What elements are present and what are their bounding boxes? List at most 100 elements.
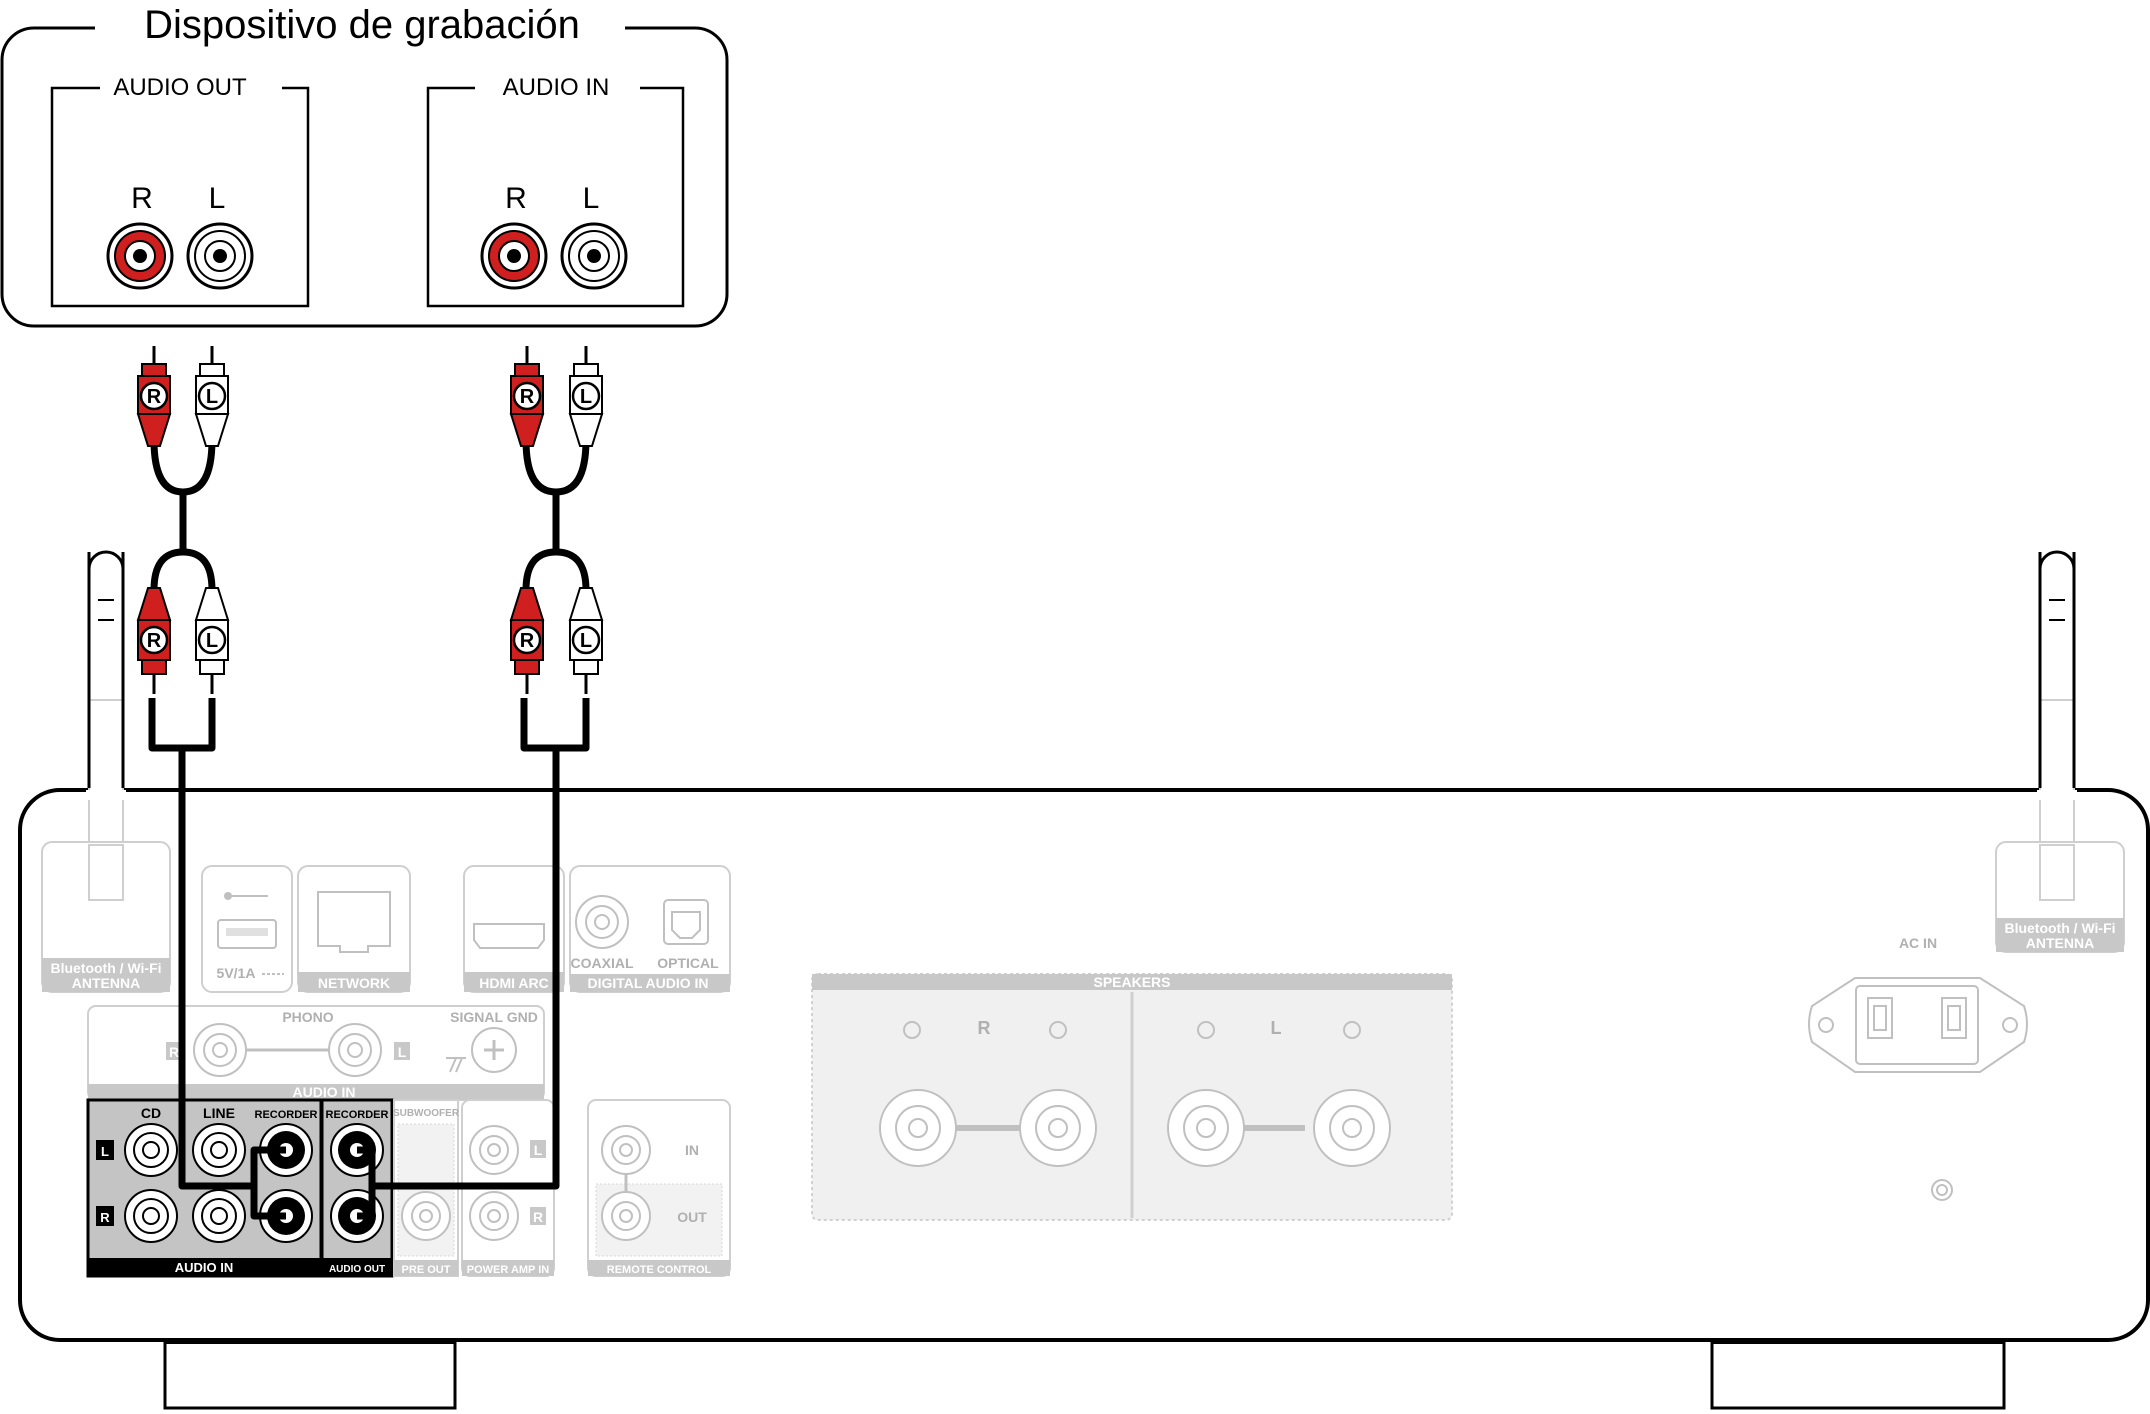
- optical-label: OPTICAL: [657, 955, 719, 971]
- power-amp-in-l-jack[interactable]: [469, 1125, 519, 1175]
- foot-left: [163, 1340, 457, 1410]
- ac-in-label: AC IN: [1899, 935, 1937, 951]
- cable-device-out-to-recorder-in: [148, 439, 286, 1220]
- digital-audio-in-label: DIGITAL AUDIO IN: [587, 975, 708, 991]
- remote-out-label: OUT: [677, 1209, 707, 1225]
- remote-control-label: REMOTE CONTROL: [607, 1264, 712, 1276]
- coaxial-label: COAXIAL: [571, 955, 634, 971]
- plug-upper-in-l: L: [568, 346, 604, 447]
- plug-upper-out-l: L: [194, 346, 230, 447]
- plug-upper-out-l-letter: L: [206, 386, 218, 408]
- plug-upper-in-r: R: [509, 346, 545, 447]
- plug-lower-out-l: L: [194, 587, 230, 694]
- phono-r-jack[interactable]: [193, 1023, 247, 1077]
- speaker-l-minus-terminal[interactable]: [1167, 1021, 1245, 1167]
- phono-section: PHONO SIGNAL GND R L: [87, 1005, 545, 1101]
- power-amp-in-r-jack[interactable]: [469, 1191, 519, 1241]
- phono-label: PHONO: [282, 1009, 333, 1025]
- audio-in-l-marker: L: [101, 1144, 109, 1159]
- remote-control-section: IN OUT REMOTE CONTROL: [587, 1099, 731, 1277]
- device-in-l-jack[interactable]: [560, 222, 628, 290]
- phono-r-marker: R: [169, 1044, 179, 1060]
- antenna-right-label-2: ANTENNA: [2026, 935, 2094, 951]
- plug-lower-out-r: R: [136, 587, 172, 694]
- usb-port[interactable]: 5V/1A: [201, 865, 293, 993]
- remote-in-jack[interactable]: [601, 1125, 651, 1175]
- speaker-r-plus-terminal[interactable]: [879, 1021, 957, 1167]
- remote-in-label: IN: [685, 1142, 699, 1158]
- device-out-l-label: L: [209, 182, 226, 215]
- plug-lower-in-l: L: [568, 587, 604, 694]
- antenna-right-connector: Bluetooth / Wi-Fi ANTENNA: [1995, 841, 2125, 953]
- amplifier-unit: Bluetooth / Wi-Fi ANTENNA Bluetooth / Wi…: [18, 552, 2150, 1410]
- hdmi-label: HDMI ARC: [479, 975, 548, 991]
- subwoofer-label: SUBWOOFER: [393, 1108, 460, 1119]
- audio-in-bottom-label: AUDIO IN: [175, 1260, 234, 1275]
- plug-upper-in-l-letter: L: [580, 386, 592, 408]
- power-amp-r-marker: R: [533, 1209, 543, 1225]
- antenna-right-label-1: Bluetooth / Wi-Fi: [2004, 920, 2115, 936]
- hdmi-arc-port[interactable]: HDMI ARC: [463, 865, 565, 993]
- audio-in-top-label: AUDIO IN: [293, 1084, 356, 1100]
- remote-out-jack[interactable]: [601, 1191, 651, 1241]
- cd-label: CD: [141, 1105, 161, 1121]
- plug-lower-in-r-letter: R: [520, 630, 535, 652]
- speakers-section: SPEAKERS R L: [811, 973, 1453, 1221]
- device-out-r-label: R: [131, 182, 153, 215]
- cd-r-jack[interactable]: [124, 1189, 178, 1243]
- optical-jack[interactable]: [663, 899, 709, 945]
- plug-lower-in-r: R: [509, 587, 545, 694]
- device-out-l-jack[interactable]: [186, 222, 254, 290]
- speaker-r-marker: R: [978, 1018, 991, 1038]
- plug-upper-in-r-letter: R: [520, 386, 535, 408]
- phono-l-jack[interactable]: [328, 1023, 382, 1077]
- antenna-left-label-2: ANTENNA: [72, 975, 140, 991]
- device-out-r-jack[interactable]: [106, 222, 174, 290]
- audio-in-r-marker: R: [100, 1210, 110, 1225]
- network-port[interactable]: NETWORK: [297, 865, 411, 993]
- device-in-r-label: R: [505, 182, 527, 215]
- plug-lower-in-l-letter: L: [580, 630, 592, 652]
- plug-upper-out-r-letter: R: [147, 386, 162, 408]
- antenna-left-label-1: Bluetooth / Wi-Fi: [50, 960, 161, 976]
- antenna-left-connector: Bluetooth / Wi-Fi ANTENNA: [41, 841, 171, 993]
- plug-lower-out-r-letter: R: [147, 630, 162, 652]
- subwoofer-jack[interactable]: [401, 1191, 451, 1241]
- ac-in-socket[interactable]: AC IN: [1808, 935, 2028, 1073]
- recording-device-box: [0, 26, 729, 328]
- speakers-label: SPEAKERS: [1093, 974, 1170, 990]
- speaker-r-minus-terminal[interactable]: [1019, 1021, 1097, 1167]
- speaker-l-plus-terminal[interactable]: [1313, 1021, 1391, 1167]
- device-in-r-jack[interactable]: [480, 222, 548, 290]
- coaxial-jack[interactable]: [575, 895, 629, 949]
- line-l-jack[interactable]: [192, 1123, 246, 1177]
- audio-in-block: AUDIO IN CD LINE RECORDER L R: [86, 1098, 323, 1278]
- phono-l-marker: L: [398, 1044, 407, 1060]
- pre-out-label: PRE OUT: [402, 1264, 451, 1276]
- digital-audio-in: COAXIAL OPTICAL DIGITAL AUDIO IN: [569, 865, 731, 993]
- recording-device: Dispositivo de grabación AUDIO OUT R L A…: [0, 0, 729, 328]
- recorder-out-label: RECORDER: [326, 1109, 389, 1121]
- plug-lower-out-l-letter: L: [206, 630, 218, 652]
- device-audio-in-label: AUDIO IN: [503, 74, 610, 101]
- recorder-in-label: RECORDER: [255, 1109, 318, 1121]
- usb-label: 5V/1A: [217, 965, 256, 981]
- power-amp-l-marker: L: [534, 1142, 543, 1158]
- network-label: NETWORK: [318, 975, 390, 991]
- screw-hole: [1931, 1179, 1953, 1201]
- cable-device-in-to-recorder-out: [357, 439, 590, 1220]
- recording-device-title: Dispositivo de grabación: [144, 3, 580, 47]
- cd-l-jack[interactable]: [124, 1123, 178, 1177]
- plug-upper-out-r: R: [136, 346, 172, 447]
- signal-gnd-terminal[interactable]: [446, 1027, 517, 1073]
- audio-out-label: AUDIO OUT: [329, 1264, 385, 1275]
- device-in-l-label: L: [583, 182, 600, 215]
- device-audio-out-label: AUDIO OUT: [113, 74, 247, 101]
- power-amp-in-label: POWER AMP IN: [467, 1264, 550, 1276]
- line-label: LINE: [203, 1105, 235, 1121]
- speaker-l-marker: L: [1271, 1018, 1282, 1038]
- line-r-jack[interactable]: [192, 1189, 246, 1243]
- signal-gnd-label: SIGNAL GND: [450, 1009, 538, 1025]
- foot-right: [1710, 1340, 2006, 1410]
